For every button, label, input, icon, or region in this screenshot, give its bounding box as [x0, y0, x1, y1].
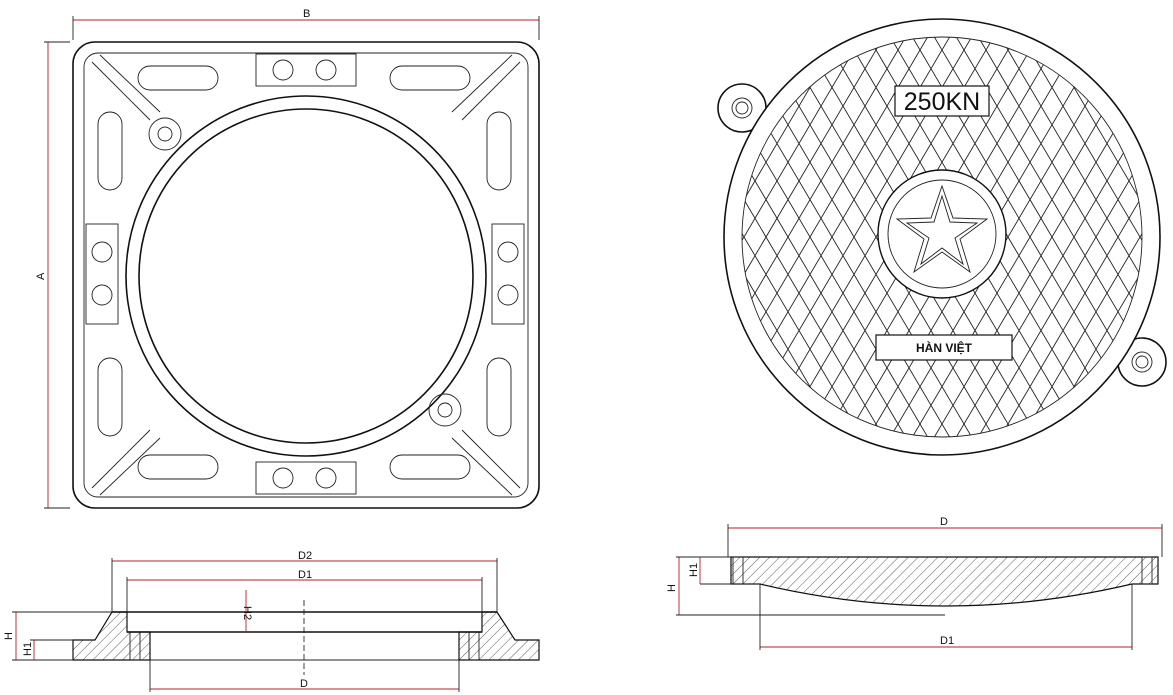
dim-h: H	[3, 611, 112, 661]
dim-d1: D1	[126, 569, 483, 612]
square-frame-plan-view: B A	[35, 8, 540, 509]
lug-hole-inner-top-left	[735, 101, 749, 115]
grate-line	[863, 37, 1142, 437]
dim-label-h2: H2	[241, 606, 253, 620]
frame-cross-section: D2 D1 D H2 H H1	[3, 550, 540, 692]
grate-line	[742, 37, 757, 437]
grate-line	[742, 37, 779, 437]
brand-plate	[875, 334, 1013, 361]
dim-label-d1: D1	[298, 569, 312, 581]
cover-cross-section: D D1 H H1	[666, 516, 1163, 650]
grate-line	[742, 37, 1021, 437]
dim-label-cover-h1: H1	[688, 563, 700, 577]
load-rating-text: 250KN	[904, 88, 980, 116]
star-medallion-outer	[877, 169, 1007, 299]
grate-line	[819, 37, 1142, 437]
star-inner-outline	[905, 194, 979, 266]
bolt-boss-bottom-right	[428, 393, 462, 427]
grate-line	[292, 0, 712, 594]
frame-slots	[97, 65, 512, 480]
frame-section-right	[458, 611, 540, 661]
grate-line	[929, 37, 1142, 437]
frame-section-left	[72, 611, 151, 661]
dim-label-b: B	[303, 8, 310, 20]
dim-label-h: H	[3, 632, 15, 640]
dim-height-a: A	[35, 41, 70, 509]
grate-line	[292, 0, 712, 594]
lifting-pockets	[85, 53, 525, 495]
dim-label-cover-d1: D1	[940, 635, 954, 647]
star-icon	[895, 184, 989, 274]
dim-width-b: B	[72, 8, 540, 40]
dim-cover-h1: H1	[688, 557, 701, 584]
frame-inner-edge	[83, 52, 529, 498]
grate-line	[742, 37, 1087, 437]
frame-ribs	[91, 54, 521, 496]
grate-line	[885, 37, 1142, 437]
dim-label-cover-h: H	[666, 584, 678, 592]
frame-outer-edge	[72, 41, 540, 509]
grate-line	[1150, 0, 1173, 594]
grate-line	[742, 37, 757, 437]
frame-outer-ring	[125, 95, 487, 457]
dim-h1: H1	[22, 639, 73, 660]
brand-text: HÀN VIỆT	[916, 340, 973, 355]
load-rating-plate	[894, 85, 990, 117]
cover-grate-edge	[741, 36, 1143, 438]
bolt-hole-bottom-right	[437, 402, 453, 418]
grate-line	[797, 37, 1142, 437]
lug-hole-top-left	[731, 97, 753, 119]
grate-line	[742, 37, 1065, 437]
star-medallion-inner	[887, 179, 997, 289]
grate-line	[742, 37, 955, 437]
grate-line	[742, 37, 977, 437]
lug-hole-inner-bottom-right	[1135, 355, 1149, 369]
dim-label-cover-d: D	[940, 516, 948, 528]
grate-line	[742, 37, 779, 437]
frame-opening	[138, 108, 474, 444]
cover-rim-right	[1141, 556, 1153, 585]
lug-hole-bottom-right	[1131, 351, 1153, 373]
grate-line	[1150, 0, 1173, 594]
dim-cover-h: H	[666, 556, 945, 616]
dim-cover-d1: D1	[759, 584, 1133, 650]
dim-label-a: A	[35, 272, 47, 280]
round-cover-plan-view: 250KN HÀN VIỆT	[292, 0, 1173, 594]
dim-label-h1: H1	[22, 642, 34, 656]
dim-cover-d: D	[727, 516, 1163, 557]
dim-d2: D2	[111, 550, 498, 612]
dim-label-d2: D2	[298, 550, 312, 562]
dim-h2: H2	[241, 590, 253, 632]
grate-line	[841, 37, 1142, 437]
grate-line	[907, 37, 1142, 437]
bolt-boss-top-left	[148, 117, 182, 151]
dim-d: D	[149, 660, 460, 692]
bolt-hole-top-left	[157, 126, 173, 142]
grate-line	[742, 37, 1043, 437]
grate-line	[742, 37, 999, 437]
dim-label-d: D	[300, 678, 308, 690]
cover-section-body	[730, 556, 1159, 607]
